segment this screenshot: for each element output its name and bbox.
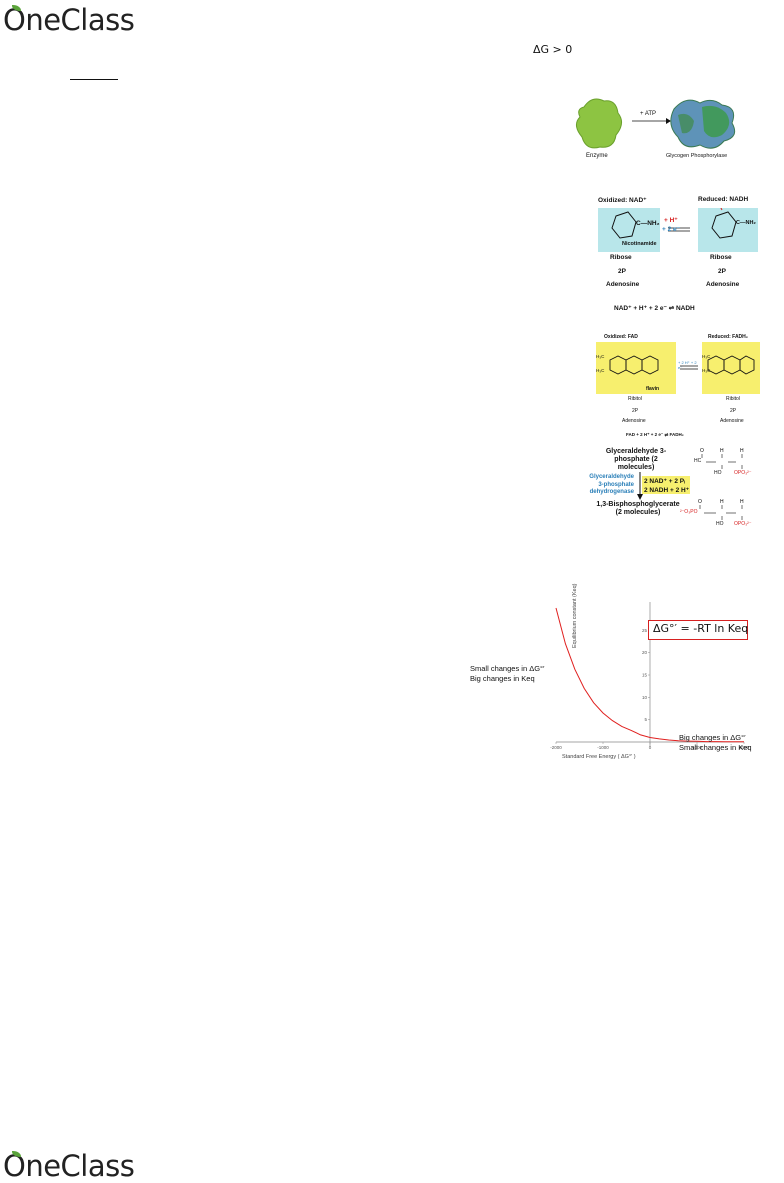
nad-oxidized-title: Oxidized: NAD⁺: [598, 197, 647, 204]
nad-adenosine-right: Adenosine: [706, 281, 740, 288]
formula-box: [648, 620, 748, 640]
keq-curve: [555, 607, 744, 743]
svg-text:O: O: [700, 448, 704, 454]
nad-2p-right: 2P: [718, 268, 726, 275]
nad-plus-h: + H⁺: [664, 217, 678, 224]
nad-ring-svg: [611, 208, 737, 239]
y-tick-label: 10: [642, 695, 648, 700]
x-axis-label: Standard Free Energy ( ΔG°′ ): [562, 754, 636, 760]
keq-chart: -2000 -1000 0 1000 2000 25 20 15 10 5 ΔG°′ = -RT …: [470, 583, 760, 770]
keq-chart-svg: -2000 -1000 0 1000 2000 25 20 15 10 5: [550, 602, 750, 750]
x-tick-label: -1000: [597, 745, 609, 750]
svg-text:O: O: [698, 499, 702, 505]
fad-h3c-top-right: H₃C: [702, 354, 711, 359]
gapdh-opo3-bottom: OPO₃²⁻: [734, 521, 752, 527]
annotation-right-1: Big changes in ΔG°′: [679, 733, 746, 742]
gapdh-figure: Glyceraldehyde 3-phosphate (2 molecules)…: [584, 446, 764, 530]
fad-oxidized-box: [596, 342, 676, 394]
svg-text:H: H: [720, 499, 724, 505]
nad-equation: NAD⁺ + H⁺ + 2 e⁻ ⇌ NADH: [614, 305, 695, 312]
enzyme-figure-svg: [576, 98, 736, 149]
oneclass-logo-bottom[interactable]: OneClass: [3, 1149, 135, 1183]
nad-figure: Oxidized: NAD⁺ Reduced: NADH C—NH₂ C—NH₂…: [598, 196, 758, 316]
fad-ribitol-right: Ribitol: [726, 396, 740, 402]
nad-oxidized-box: [598, 208, 660, 252]
nad-reduced-box: [698, 208, 758, 252]
fad-adenosine-left: Adenosine: [622, 418, 646, 424]
annotation-right-2: Small changes in Keq: [679, 743, 752, 752]
logo-leaf-icon: [12, 5, 21, 11]
fad-h3c-bottom-right: H₃C: [702, 368, 711, 373]
oneclass-logo-top[interactable]: OneClass: [3, 3, 135, 37]
gapdh-in: 2 NAD⁺ + 2 Pᵢ: [644, 478, 686, 485]
annotation-left-2: Big changes in Keq: [470, 674, 535, 683]
y-axis-label: Equilibrium constant (Keq): [572, 583, 578, 648]
flavin-label: flavin: [646, 386, 660, 392]
fad-2p-right: 2P: [730, 408, 737, 414]
y-tick-label: 5: [644, 717, 647, 722]
fad-figure: Oxidized: FAD Reduced: FADH₂ H₃C H₃C H₃C…: [596, 334, 760, 440]
gapdh-cofactor-box: [642, 476, 690, 494]
svg-text:H: H: [720, 448, 724, 454]
gapdh-structures-svg: O H H O H H: [698, 448, 744, 520]
fad-ribitol-left: Ribitol: [628, 396, 642, 402]
fad-reduced-title: Reduced: FADH₂: [708, 334, 749, 340]
gapdh-substrate: Glyceraldehyde 3-phosphate (2 molecules): [605, 448, 667, 471]
formula-text: ΔG°′ = -RT ln Keq: [653, 622, 749, 635]
nad-ribose-right: Ribose: [710, 254, 732, 261]
gapdh-out: 2 NADH + 2 H⁺: [644, 487, 690, 494]
nad-adenosine-left: Adenosine: [606, 281, 640, 288]
gapdh-opo3-top: OPO₃²⁻: [734, 470, 752, 476]
nicotinamide-label: Nicotinamide: [622, 241, 657, 247]
gapdh-hc-label: HC: [694, 458, 702, 464]
y-tick-label: 20: [642, 650, 648, 655]
fad-adenosine-right: Adenosine: [720, 418, 744, 424]
x-tick-label: -2000: [550, 745, 562, 750]
enzyme-blob: [576, 98, 622, 149]
annotation-left-1: Small changes in ΔG°′: [470, 664, 545, 673]
delta-g-label: ΔG > 0: [533, 43, 573, 56]
x-tick-label: 2000: [739, 745, 750, 750]
logo-leaf-icon: [12, 1151, 21, 1157]
nad-conh2-left: C—NH₂: [636, 220, 660, 227]
nad-conh2-right: C—NH₂: [736, 220, 756, 226]
gapdh-product: 1,3-Bisphosphoglycerate (2 molecules): [596, 501, 680, 516]
gapdh-arrow: [637, 472, 643, 500]
fad-reduced-box: [702, 342, 760, 394]
svg-text:H: H: [740, 499, 744, 505]
gapdh-enzyme: Glyceraldehyde 3-phosphate dehydrogenase: [589, 474, 634, 495]
x-tick-label: 0: [649, 745, 652, 750]
y-tick-label: 15: [642, 673, 648, 678]
plot-layer: -2000 -1000 0 1000 2000 25 20 15 10 5: [550, 602, 750, 750]
svg-text:H: H: [740, 448, 744, 454]
fad-ring-svg: [609, 355, 755, 375]
nad-reduced-title: Reduced: NADH: [698, 196, 749, 203]
nad-plus-e: + 2 e⁻: [662, 226, 681, 233]
enzyme-figure: + ATP Enzyme Glycogen Phosphorylase: [574, 95, 744, 165]
enzyme-label: Enzyme: [586, 153, 608, 159]
gapdh-ho-bottom: HO: [716, 521, 724, 527]
gapdh-ho-top: HO: [714, 470, 722, 476]
y-tick-label: 25: [642, 628, 648, 633]
nad-2p-left: 2P: [618, 268, 626, 275]
nad-ribose-left: Ribose: [610, 254, 632, 261]
fad-reagents: + 2 H⁺ + 2 e⁻: [678, 360, 697, 370]
underline-mark: [70, 79, 118, 80]
fad-equation: FAD + 2 H⁺ + 2 e⁻ ⇌ FADH₂: [626, 432, 684, 437]
fad-oxidized-title: Oxidized: FAD: [604, 334, 638, 340]
fad-h3c-top: H₃C: [596, 354, 605, 359]
atp-arrow-label: + ATP: [640, 111, 657, 117]
fad-h3c-bottom: H₃C: [596, 368, 605, 373]
fad-2p-left: 2P: [632, 408, 639, 414]
glycogen-phosphorylase-label: Glycogen Phosphorylase: [666, 153, 728, 159]
x-tick-label: 1000: [692, 745, 703, 750]
gapdh-o3po: ²⁻O₃PO: [680, 509, 698, 515]
